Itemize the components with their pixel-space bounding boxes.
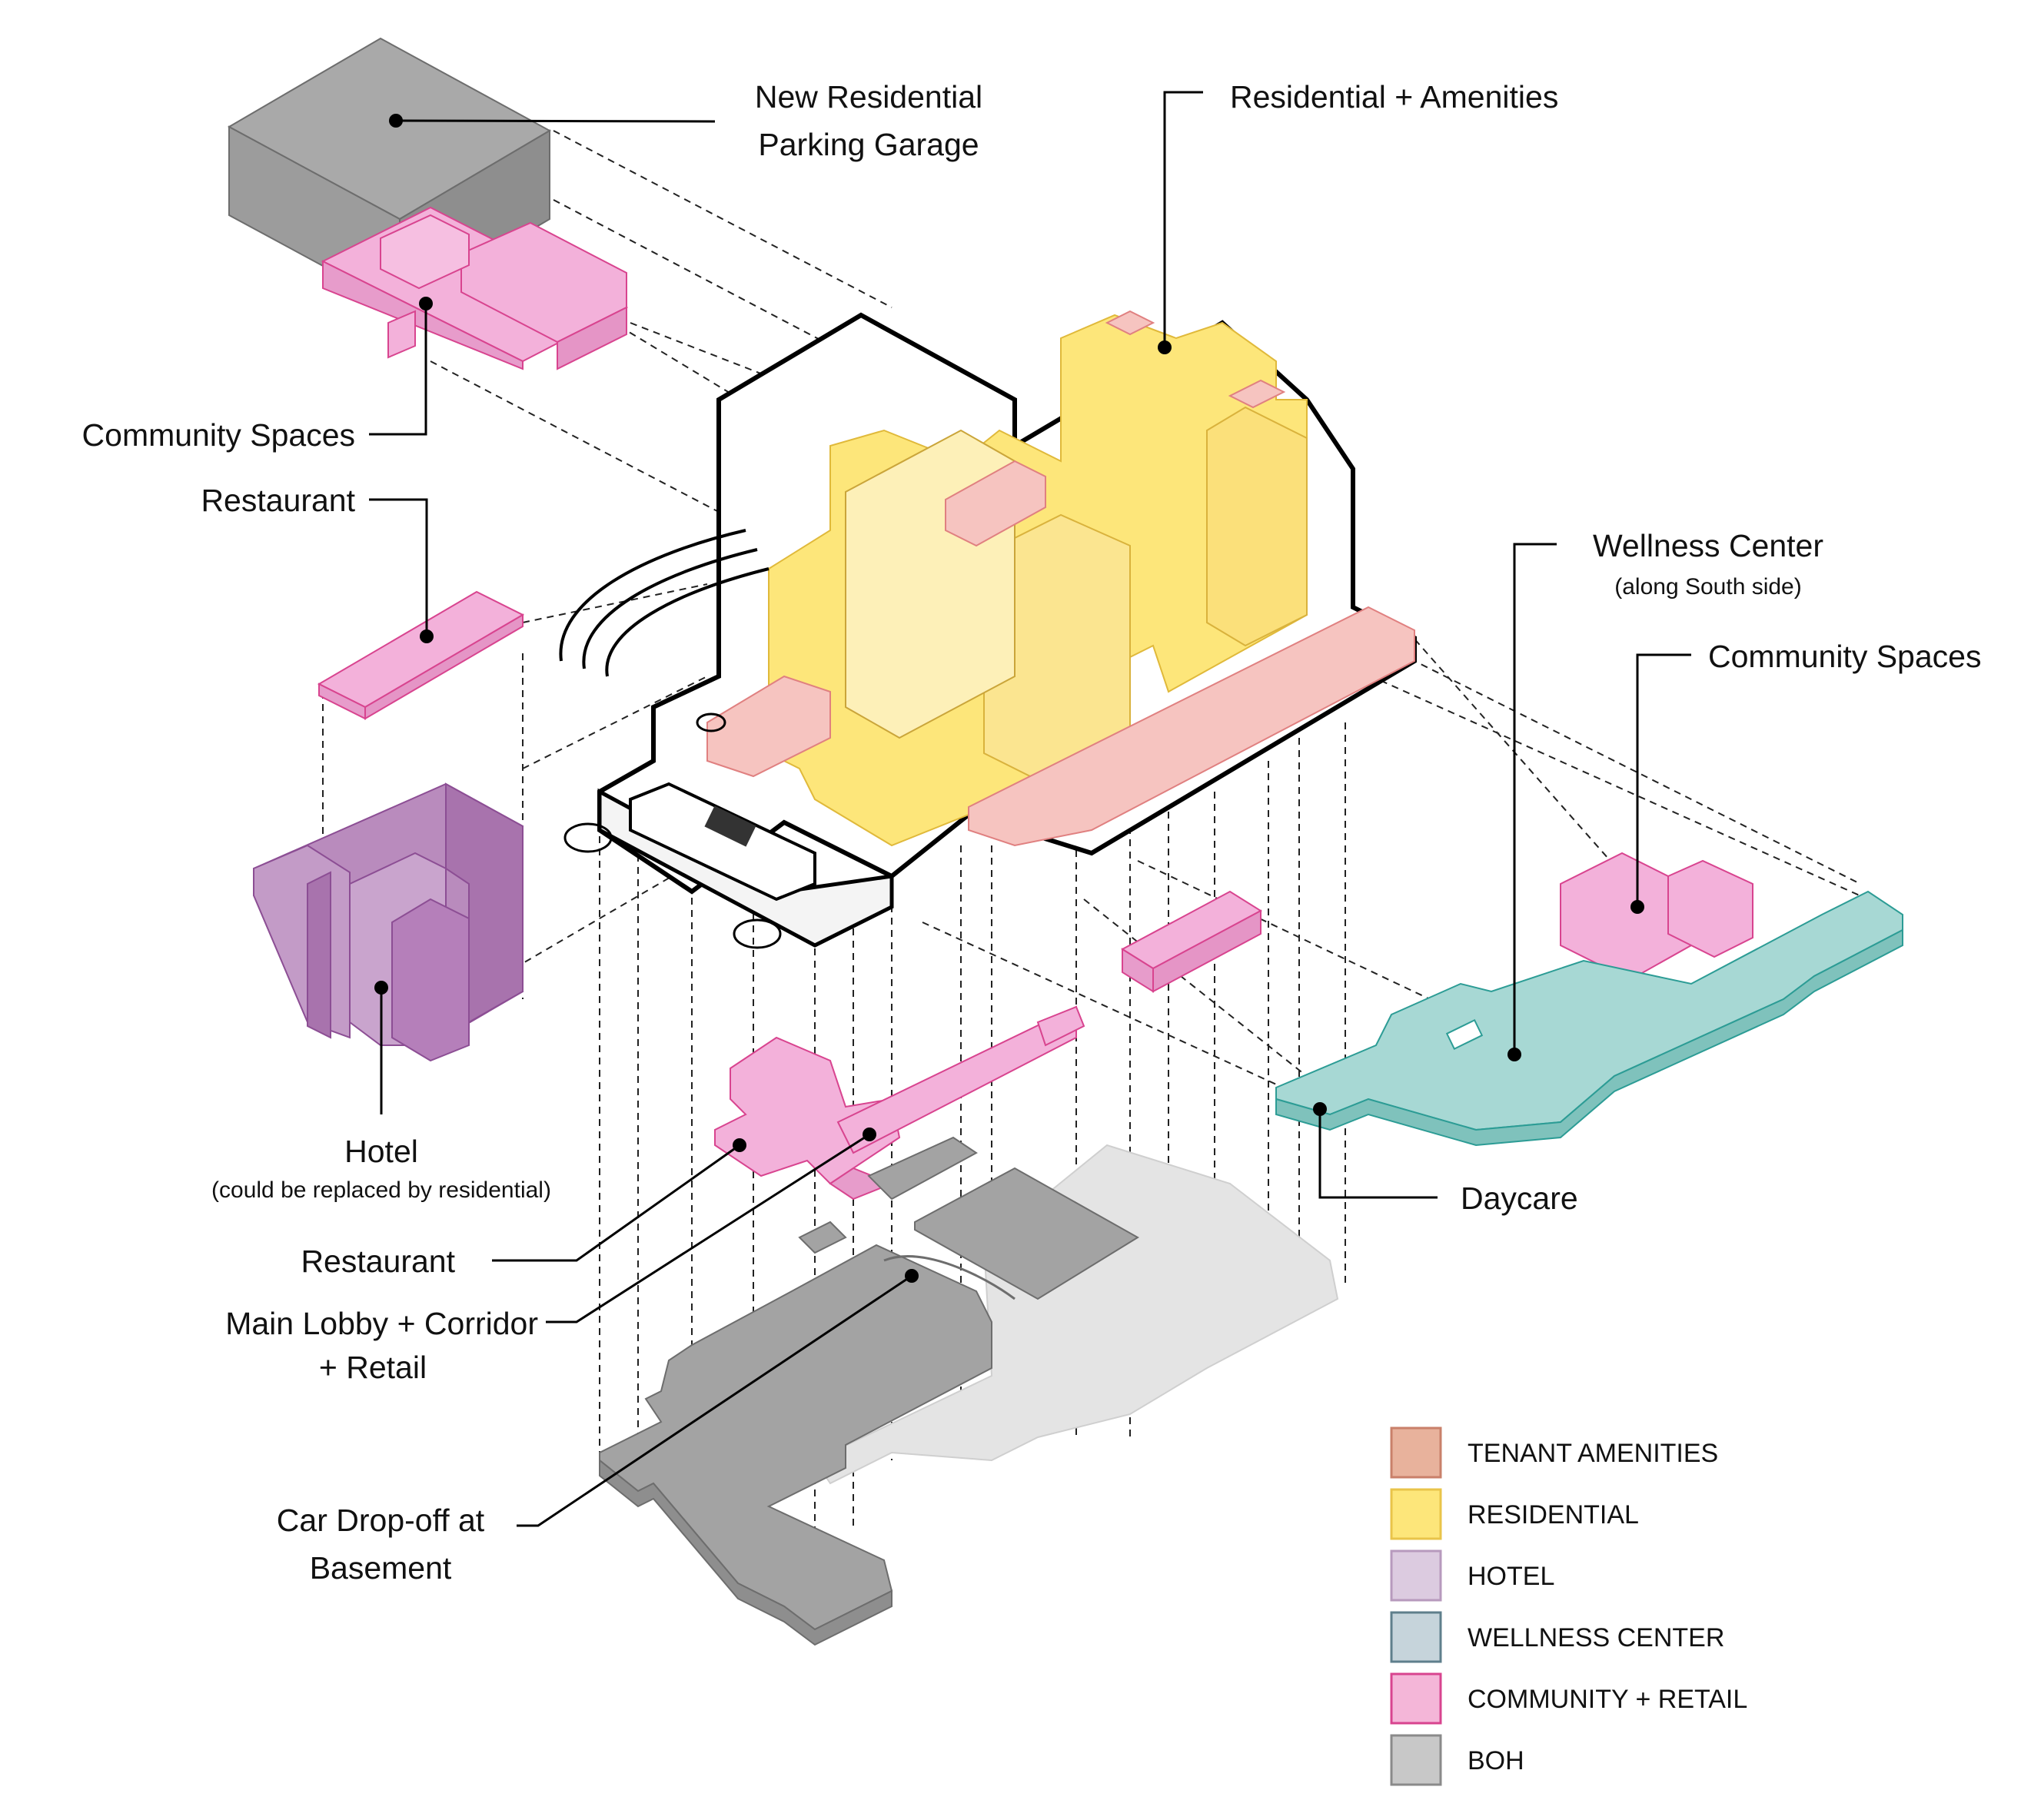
label-parking-garage-line1: New Residential [755, 79, 982, 115]
restaurant-upper-block [317, 590, 525, 720]
boh-basement-block [599, 1136, 1139, 1646]
label-restaurant-lower: Restaurant [301, 1244, 455, 1279]
label-main-lobby-line2: + Retail [319, 1350, 427, 1385]
legend-swatch [1390, 1672, 1442, 1725]
label-daycare: Daycare [1461, 1181, 1578, 1216]
legend-label: BOH [1468, 1746, 1524, 1775]
retail-small-block [1121, 890, 1262, 993]
label-community-spaces-left: Community Spaces [82, 417, 355, 453]
legend-label: COMMUNITY + RETAIL [1468, 1685, 1747, 1714]
label-car-dropoff-line2: Basement [310, 1550, 452, 1586]
main-building [559, 310, 1417, 949]
label-hotel-sub: (could be replaced by residential) [211, 1177, 551, 1203]
legend-label: RESIDENTIAL [1468, 1500, 1639, 1529]
legend-label: WELLNESS CENTER [1468, 1623, 1724, 1652]
label-wellness-center: Wellness Center [1593, 528, 1823, 563]
label-hotel: Hotel [344, 1134, 418, 1169]
community-spaces-left-block [321, 206, 629, 370]
legend-swatch [1390, 1611, 1442, 1663]
legend-swatch [1390, 1734, 1442, 1786]
leader-lines [369, 91, 1691, 1527]
label-parking-garage-line2: Parking Garage [758, 127, 979, 162]
legend-swatch [1390, 1488, 1442, 1540]
label-car-dropoff-line1: Car Drop-off at [277, 1503, 485, 1538]
legend: TENANT AMENITIES RESIDENTIAL HOTEL WELLNESS… [1390, 1426, 1747, 1786]
community-spaces-right-block [1560, 852, 1753, 981]
legend-label: TENANT AMENITIES [1468, 1439, 1718, 1468]
lobby-corridor-retail-block [714, 1005, 1085, 1201]
labels: New Residential Parking Garage Residenti… [82, 79, 1982, 1586]
label-wellness-center-sub: (along South side) [1614, 574, 1802, 599]
label-restaurant-upper: Restaurant [201, 483, 355, 518]
wellness-center-block [1275, 890, 1903, 1147]
label-main-lobby-line1: Main Lobby + Corridor [225, 1306, 538, 1341]
legend-label: HOTEL [1468, 1562, 1554, 1591]
label-community-spaces-right: Community Spaces [1708, 639, 1981, 674]
hotel-block [253, 782, 524, 1062]
legend-swatch [1390, 1549, 1442, 1602]
label-residential-amenities: Residential + Amenities [1230, 79, 1558, 115]
legend-swatch [1390, 1426, 1442, 1479]
